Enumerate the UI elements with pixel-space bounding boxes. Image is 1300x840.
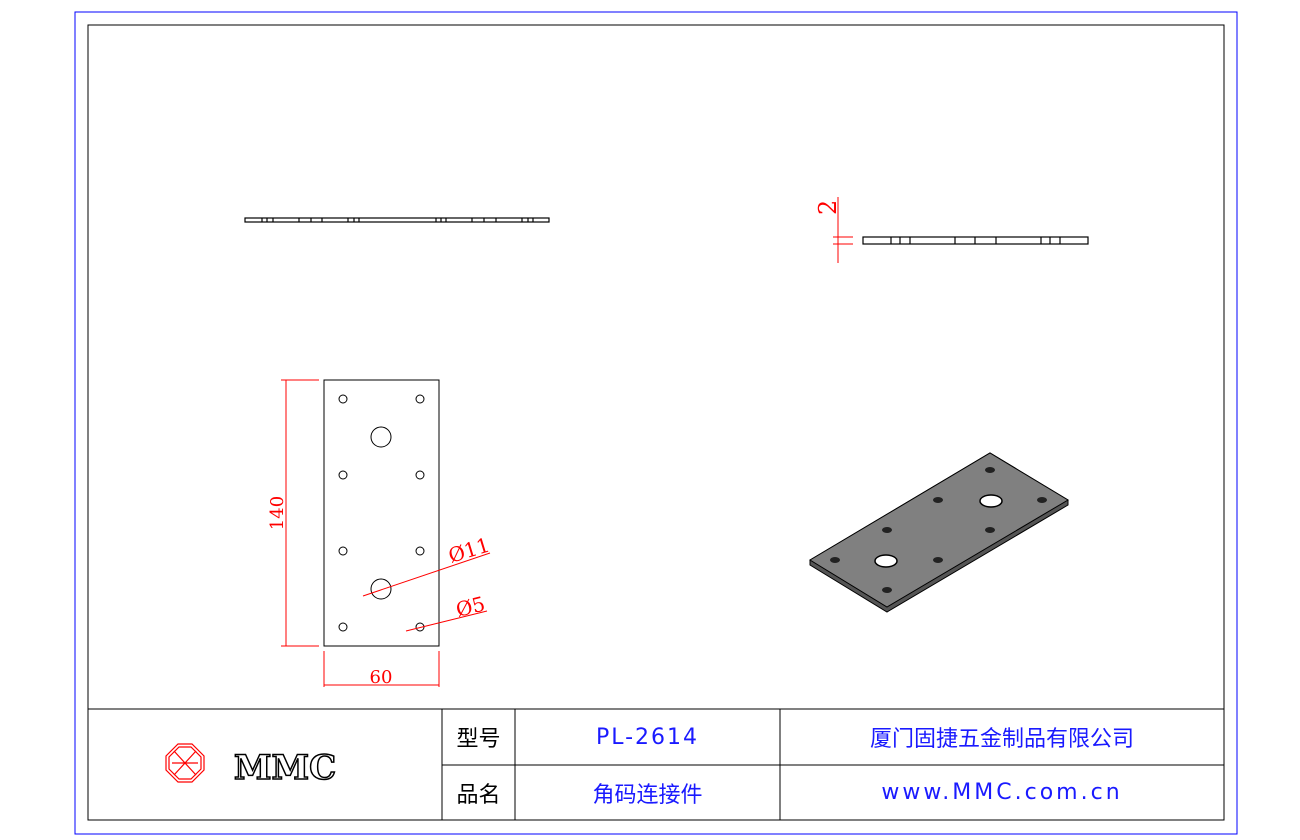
model-value: PL-2614 xyxy=(595,724,700,750)
isometric-view xyxy=(809,452,1069,613)
dimension-lines xyxy=(281,379,491,687)
length-label: 140 xyxy=(267,496,288,530)
outer-frame xyxy=(74,11,1238,835)
name-label: 品名 xyxy=(456,782,501,808)
small-hole-label: Ø5 xyxy=(453,592,487,622)
thickness-label: 2 xyxy=(814,200,842,215)
front-view xyxy=(323,379,440,647)
inner-frame xyxy=(87,24,1225,821)
top-view xyxy=(244,217,550,223)
name-value: 角码连接件 xyxy=(592,782,703,808)
side-view xyxy=(862,236,1089,245)
website: www.MMC.com.cn xyxy=(881,780,1123,805)
large-hole-label: Ø11 xyxy=(445,533,492,568)
logo-text: MMC xyxy=(234,748,336,788)
thickness-dimension xyxy=(833,197,853,263)
company-name: 厦门固捷五金制品有限公司 xyxy=(869,727,1134,752)
title-block xyxy=(88,708,1224,820)
model-label: 型号 xyxy=(456,727,501,752)
width-label: 60 xyxy=(370,667,393,688)
logo-icon xyxy=(165,743,205,783)
